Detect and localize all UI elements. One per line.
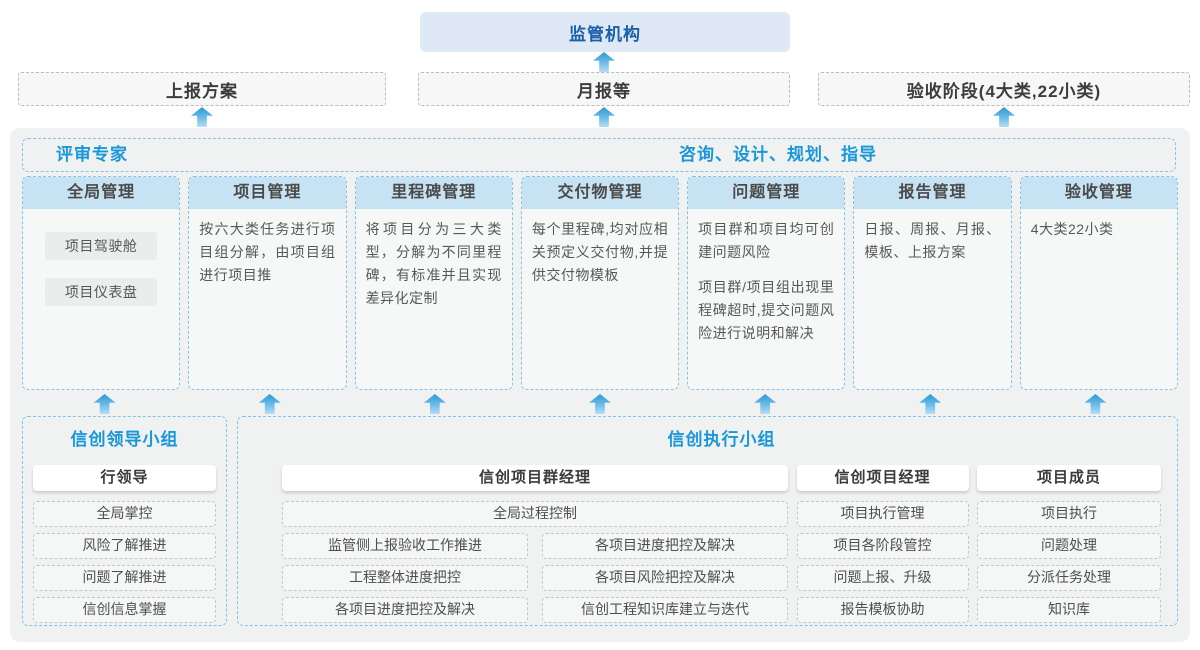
column-description: 日报、周报、月报、模板、上报方案 (864, 221, 1001, 260)
member-task: 问题处理 (977, 533, 1161, 559)
leader-group-title: 信创领导小组 (70, 430, 179, 449)
column-description: 4大类22小类 (1030, 221, 1114, 237)
arrow-up-icon (993, 107, 1015, 127)
pgm-task: 各项目进度把控及解决 (282, 597, 528, 623)
pgm-task: 各项目进度把控及解决 (542, 533, 788, 559)
column-deliverable-mgmt: 交付物管理 每个里程碑,均对应相关预定义交付物,并提供交付物模板 (520, 176, 680, 390)
leader-task: 问题了解推进 (33, 565, 216, 591)
pill-project-cockpit: 项目驾驶舱 (45, 232, 158, 260)
member-task: 分派任务处理 (977, 565, 1161, 591)
column-header: 全局管理 (23, 177, 180, 209)
column-header: 项目管理 (189, 177, 346, 209)
leader-task: 风险了解推进 (33, 533, 216, 559)
arrow-up-icon (593, 52, 615, 72)
column-milestone-mgmt: 里程碑管理 将项目分为三大类型，分解为不同里程碑，有标准并且实现差异化定制 (354, 176, 513, 390)
column-header: 验收管理 (1020, 177, 1177, 209)
column-description: 项目群/项目组出现里程碑超时,提交问题风险进行说明和解决 (698, 279, 835, 341)
column-description: 每个里程碑,均对应相关预定义交付物,并提供交付物模板 (531, 221, 669, 283)
report-box-plan: 上报方案 (18, 72, 386, 106)
pgm-task: 信创工程知识库建立与迭代 (542, 597, 788, 623)
pm-task: 项目各阶段管控 (796, 533, 969, 559)
arrow-up-icon (754, 394, 777, 414)
role-project-member: 项目成员 (977, 465, 1161, 491)
column-header: 报告管理 (854, 177, 1011, 209)
column-acceptance-mgmt: 验收管理 4大类22小类 (1019, 176, 1178, 390)
role-bank-leader: 行领导 (33, 465, 216, 491)
exec-group-box: 信创执行小组 信创项目群经理 全局过程控制 监管侧上报验收工作推进 工程整体进度… (237, 416, 1178, 626)
column-description: 项目群和项目均可创建问题风险 (698, 221, 835, 260)
column-description: 按六大类任务进行项目组分解，由项目组进行项目推 (199, 221, 336, 283)
program-manager-group: 信创项目群经理 全局过程控制 监管侧上报验收工作推进 工程整体进度把控 各项目进… (282, 465, 788, 623)
member-task: 知识库 (977, 597, 1161, 623)
column-arrows (22, 394, 1178, 414)
column-description: 将项目分为三大类型，分解为不同里程碑，有标准并且实现差异化定制 (365, 221, 502, 306)
column-header: 交付物管理 (521, 177, 679, 209)
arrow-up-icon (593, 107, 615, 127)
pgm-task: 各项目风险把控及解决 (542, 565, 788, 591)
arrow-up-icon (919, 394, 942, 414)
arrow-up-icon (588, 394, 611, 414)
column-header: 问题管理 (688, 177, 845, 209)
arrow-up-icon (423, 394, 446, 414)
column-report-mgmt: 报告管理 日报、周报、月报、模板、上报方案 (853, 176, 1012, 390)
project-manager-group: 信创项目经理 项目执行管理 项目各阶段管控 问题上报、升级 报告模板协助 (796, 465, 969, 623)
expert-header-bar: 评审专家 咨询、设计、规划、指导 (22, 138, 1176, 172)
project-member-group: 项目成员 项目执行 问题处理 分派任务处理 知识库 (977, 465, 1161, 623)
leader-task: 全局掌控 (33, 501, 216, 527)
member-task: 项目执行 (977, 501, 1161, 527)
pm-task: 报告模板协助 (796, 597, 969, 623)
pgm-task: 监管侧上报验收工作推进 (282, 533, 528, 559)
advisory-title: 咨询、设计、规划、指导 (679, 145, 877, 164)
pgm-task: 全局过程控制 (282, 501, 788, 527)
exec-group-title: 信创执行小组 (667, 430, 776, 449)
expert-title: 评审专家 (56, 145, 128, 164)
regulator-box: 监管机构 (420, 12, 790, 52)
column-header: 里程碑管理 (355, 177, 512, 209)
arrow-up-icon (258, 394, 281, 414)
pm-task: 问题上报、升级 (796, 565, 969, 591)
column-issue-mgmt: 问题管理 项目群和项目均可创建问题风险 项目群/项目组出现里程碑超时,提交问题风… (687, 176, 846, 390)
arrow-up-icon (93, 394, 116, 414)
leader-group-box: 信创领导小组 行领导 全局掌控 风险了解推进 问题了解推进 信创信息掌握 (22, 416, 227, 626)
report-box-monthly: 月报等 (418, 72, 790, 106)
role-project-manager: 信创项目经理 (796, 465, 969, 491)
pill-project-dashboard: 项目仪表盘 (45, 278, 158, 306)
pm-task: 项目执行管理 (796, 501, 969, 527)
column-global-mgmt: 全局管理 项目驾驶舱 项目仪表盘 (22, 176, 181, 390)
report-box-acceptance: 验收阶段(4大类,22小类) (818, 72, 1190, 106)
management-columns: 全局管理 项目驾驶舱 项目仪表盘 项目管理 按六大类任务进行项目组分解，由项目组… (22, 176, 1178, 390)
role-program-manager: 信创项目群经理 (282, 465, 788, 491)
platform-container: 评审专家 咨询、设计、规划、指导 全局管理 项目驾驶舱 项目仪表盘 项目管理 按… (10, 128, 1190, 642)
arrow-up-icon (191, 107, 213, 127)
column-project-mgmt: 项目管理 按六大类任务进行项目组分解，由项目组进行项目推 (188, 176, 347, 390)
arrow-up-icon (1084, 394, 1107, 414)
leader-task: 信创信息掌握 (33, 597, 216, 623)
pgm-task: 工程整体进度把控 (282, 565, 528, 591)
